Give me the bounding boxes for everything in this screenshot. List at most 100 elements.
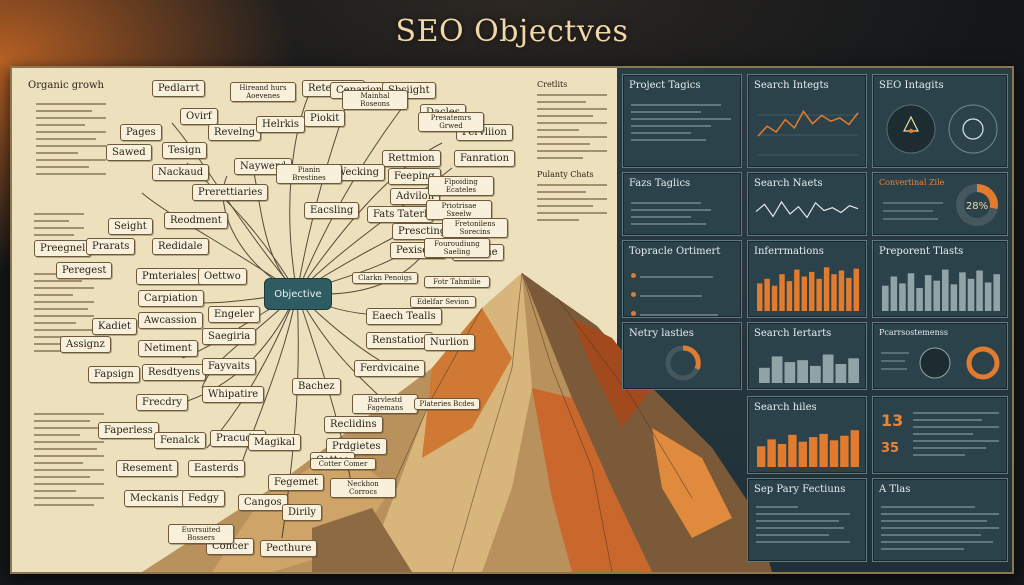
mindmap-node[interactable]: Feeping [388, 168, 441, 185]
panel-topracle-ortimert[interactable]: Topracle Ortimert [622, 240, 742, 335]
mindmap-node[interactable]: Frecdry [136, 394, 189, 411]
mindmap-node[interactable]: Fapsign [88, 366, 140, 383]
mindmap-small-node[interactable]: Fouroudiung Saeling [424, 238, 490, 258]
gauge-arc [682, 345, 701, 370]
panel-title: SEO Intagits [879, 80, 944, 91]
mindmap-small-node[interactable]: Priotrisae Sxeelw [426, 200, 492, 220]
mindmap-node[interactable]: Cangos [238, 494, 288, 511]
mindmap-small-node[interactable]: Clarkn Penoigs [352, 272, 418, 284]
series-line [757, 109, 859, 137]
mindmap-node[interactable]: Helrkis [256, 116, 306, 133]
mindmap-node[interactable]: Seight [108, 218, 153, 235]
mindmap-node[interactable]: Oettwo [198, 268, 247, 285]
mindmap-node[interactable]: Fedgy [182, 490, 225, 507]
mindmap-center-node[interactable]: Objective [264, 278, 332, 310]
mindmap-node[interactable]: Pmteriales [136, 268, 203, 285]
mindmap-node[interactable]: Pages [120, 124, 162, 141]
mindmap-small-node[interactable]: Rarvlestd Fagemans [352, 394, 418, 414]
mindmap-node[interactable]: Kadiet [92, 318, 137, 335]
panel-search-hiles[interactable]: Search hiles [747, 396, 867, 474]
mindmap-node[interactable]: Reodment [164, 212, 228, 229]
mindmap-node[interactable]: Eacsling [304, 202, 360, 219]
mindmap-node[interactable]: Faperless [98, 422, 159, 439]
mindmap-node[interactable]: Redidale [152, 238, 209, 255]
mindmap-node[interactable]: Meckanis [124, 490, 185, 507]
mindmap-node[interactable]: Resdtyens [142, 364, 207, 381]
mindmap-node[interactable]: Saegiria [202, 328, 257, 345]
mindmap-node[interactable]: Assignz [60, 336, 111, 353]
mindmap-node[interactable]: Peregest [56, 262, 113, 279]
mindmap-small-node[interactable]: Mainhal Roseons [342, 90, 408, 110]
panel-search-integts[interactable]: Search Integts [747, 74, 867, 168]
mindmap-small-node[interactable]: Cotter Comer [310, 458, 376, 470]
panel-inferrmations[interactable]: Inferrmations [747, 240, 867, 318]
mindmap-small-node[interactable]: Flpoiding Ecateles [428, 176, 494, 196]
panel-convertial-zile[interactable]: Convertinal Zile 28% [872, 172, 1008, 236]
mindmap-node[interactable]: Bachez [292, 378, 341, 395]
mindmap-node[interactable]: Netiment [138, 340, 198, 357]
mindmap-node[interactable]: Nurlion [424, 334, 475, 351]
mindmap-node[interactable]: Prerettiaries [192, 184, 269, 201]
mindmap-node[interactable]: Easterds [188, 460, 245, 477]
bar [784, 362, 796, 383]
mindmap-node[interactable]: Engeler [208, 306, 260, 323]
panel-stats[interactable]: 13 35 [872, 396, 1008, 474]
mindmap-small-node[interactable]: Plateries Bcdes [414, 398, 480, 410]
mindmap-small-node[interactable]: Pianin Brestines [276, 164, 342, 184]
mindmap-node[interactable]: Tesign [162, 142, 207, 159]
board: Organic growh Cretlits Pulanty Chats Obj… [10, 66, 1014, 574]
panel-seo-intagits[interactable]: SEO Intagits [872, 74, 1008, 168]
mindmap-node[interactable]: Carpiation [138, 290, 204, 307]
panel-pcarr[interactable]: Pcarrsostemenss [872, 322, 1008, 390]
bar [822, 354, 834, 383]
panel-a-tlas[interactable]: A Tlas [872, 478, 1008, 562]
mindmap-node[interactable]: Prdgietes [326, 438, 387, 455]
panel-search-naets[interactable]: Search Naets [747, 172, 867, 236]
mindmap-node[interactable]: Piokit [304, 110, 346, 127]
bar [850, 430, 859, 467]
mindmap-node[interactable]: Prarats [86, 238, 136, 255]
mindmap-node[interactable]: Reclidins [324, 416, 383, 433]
mindmap-node[interactable]: Awcassion [138, 312, 203, 329]
mindmap-node[interactable]: Whipatire [202, 386, 265, 403]
mindmap-node[interactable]: Pedlarrt [152, 80, 206, 97]
mindmap-small-node[interactable]: Hireand hurs Aoevenes [230, 82, 296, 102]
mindmap-node[interactable]: Ovirf [180, 108, 218, 125]
panel-project-tagics[interactable]: Project Tagics [622, 74, 742, 168]
mindmap-node[interactable]: Revelng [208, 124, 262, 141]
mindmap-node[interactable]: Fats Taterl [367, 206, 434, 223]
mindmap-node[interactable]: Resement [116, 460, 179, 477]
mindmap-node[interactable]: Fayvaits [202, 358, 256, 375]
panel-title: Search Integts [754, 80, 829, 91]
panel-title: Search Iertarts [754, 328, 832, 339]
panel-search-iertarts[interactable]: Search Iertarts [747, 322, 867, 390]
ring-inner [962, 118, 984, 140]
mindmap-node[interactable]: Eaech Tealls [366, 308, 442, 325]
bar [984, 282, 992, 311]
panel-sep-pary-fectiuns[interactable]: Sep Pary Fectiuns [747, 478, 867, 562]
mindmap-node[interactable]: Pecthure [260, 540, 318, 557]
mindmap-node[interactable]: Renstation [366, 332, 433, 349]
mindmap-node[interactable]: Sawed [106, 144, 152, 161]
mindmap-small-node[interactable]: Presatemrs Grwed [418, 112, 484, 132]
mindmap-node[interactable]: Fanration [454, 150, 516, 167]
mindmap-node[interactable]: Preegnel [34, 240, 92, 257]
mindmap-small-node[interactable]: Edelfar Sevion [410, 296, 476, 308]
gauge-dot [908, 128, 914, 134]
mindmap-node[interactable]: Ferdvicaine [354, 360, 426, 377]
mindmap-node[interactable]: Nackaud [152, 164, 210, 181]
panel-preporent-tlasts[interactable]: Preporent Tlasts [872, 240, 1008, 318]
mindmap-small-node[interactable]: Fretonilens Sorecins [442, 218, 508, 238]
bar [779, 274, 785, 311]
mindmap-small-node[interactable]: Neckhon Corrocs [330, 478, 396, 498]
panel-netry-lasties[interactable]: Netry lasties [622, 322, 742, 390]
mindmap-node[interactable]: Fegemet [268, 474, 325, 491]
left-list [36, 98, 106, 180]
mindmap-node[interactable]: Dirily [282, 504, 323, 521]
mindmap-node[interactable]: Fenalck [154, 432, 206, 449]
mindmap-node[interactable]: Magikal [248, 434, 302, 451]
mindmap-small-node[interactable]: Fotr Tahmilie [424, 276, 490, 288]
panel-fazs-taglics[interactable]: Fazs Taglics [622, 172, 742, 236]
mindmap-small-node[interactable]: Euvrsuited Bossers [168, 524, 234, 544]
mindmap-node[interactable]: Rettmion [382, 150, 441, 167]
